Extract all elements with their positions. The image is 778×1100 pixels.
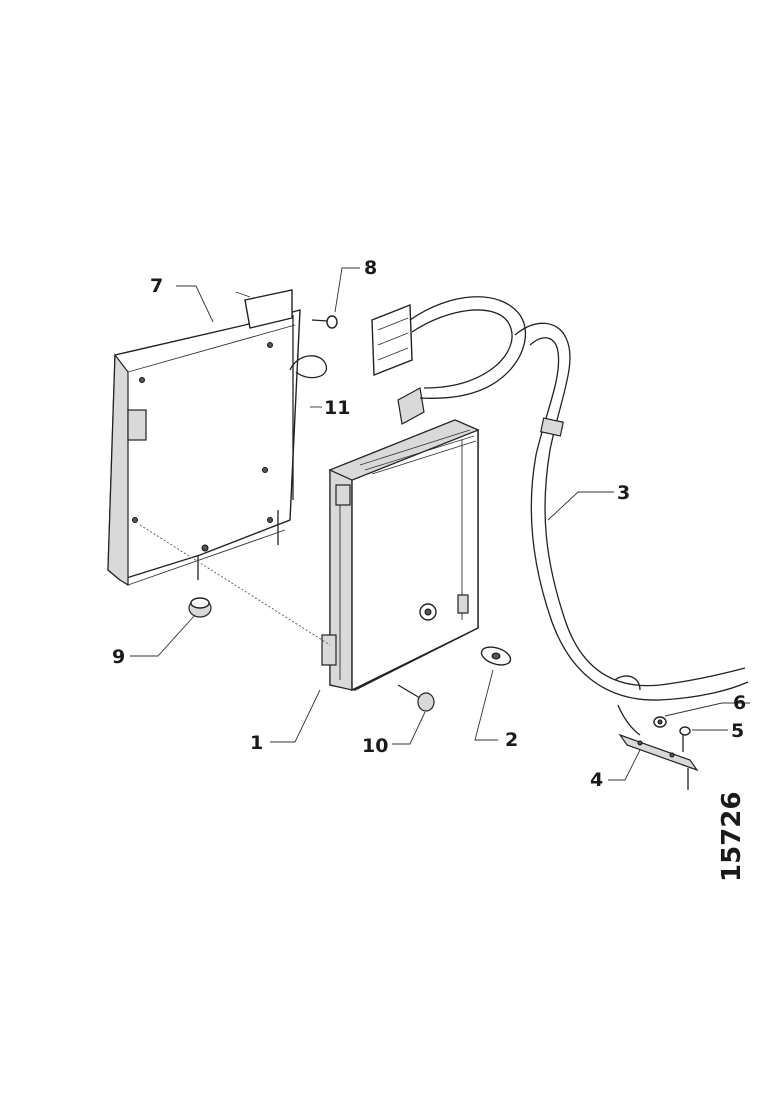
leader-lines: [130, 267, 750, 781]
callout-8: 8: [364, 257, 377, 279]
callout-9: 9: [112, 646, 125, 668]
callout-4: 4: [590, 769, 603, 791]
screw-8: [311, 315, 338, 329]
callout-3: 3: [617, 482, 630, 504]
screw-10: [397, 684, 435, 712]
figure-number: 15726: [717, 792, 747, 882]
grommet-9: [188, 597, 212, 618]
wiring-harness: [371, 296, 749, 736]
callout-5: 5: [731, 720, 744, 742]
gasket-2: [480, 646, 512, 666]
callout-2: 2: [505, 729, 518, 751]
callout-10: 10: [362, 735, 388, 757]
clamp-strip-4: [618, 733, 699, 790]
control-unit-module: [321, 419, 480, 692]
alignment-line: [139, 524, 331, 646]
callout-11: 11: [324, 397, 350, 419]
mounting-bracket-plate: [107, 289, 327, 587]
callout-7: 7: [150, 275, 163, 297]
callout-1: 1: [250, 732, 263, 754]
washer-6: [653, 716, 667, 728]
callout-6: 6: [733, 692, 746, 714]
screw-5: [679, 726, 691, 752]
